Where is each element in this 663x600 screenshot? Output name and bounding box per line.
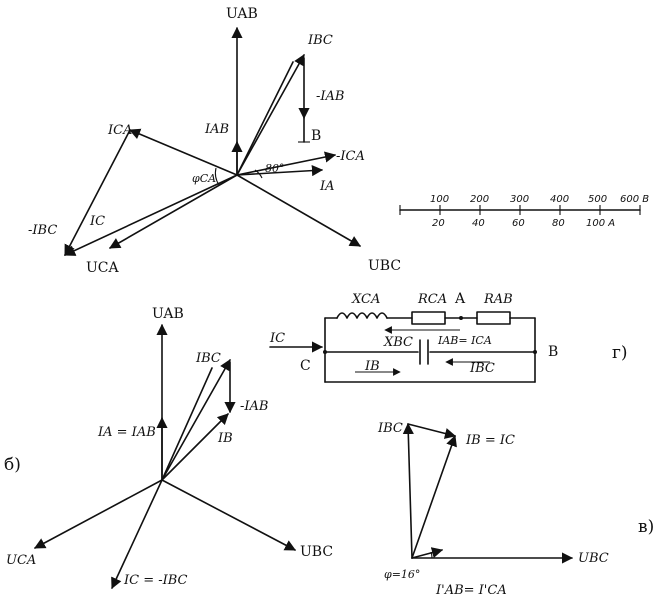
vector-i-c: [63, 174, 238, 256]
resistor-r-ab: [476, 311, 511, 325]
label-node-a: A: [454, 291, 466, 307]
vector-b-u-ca: [34, 479, 163, 549]
vector-i-a: [236, 165, 324, 177]
label-b-u-bc: UBC: [300, 544, 333, 560]
vector-c-i-ab-ica: [407, 423, 457, 439]
vector-i-bc-top-2: [236, 61, 294, 176]
phasor-diagram-c: IBC IB = IC UBC φ=16° I'AB= I'CA в): [377, 421, 654, 598]
label-neg-i-ca: -ICA: [336, 149, 365, 164]
angle-arc-80: [254, 169, 263, 179]
node-b-dot: [533, 350, 537, 354]
phasor-diagram-a: UAB UBC UCA IBC -IAB B IAB -ICA 80° IA I…: [28, 6, 401, 276]
label-i-b-circuit: IB: [364, 359, 380, 374]
node-a-dot: [459, 316, 463, 320]
label-neg-i-ab: -IAB: [316, 89, 344, 104]
scale-a-80: 80: [552, 218, 565, 229]
scale-v-400: 400: [550, 194, 569, 205]
label-i-bc-circuit: IBC: [469, 361, 495, 376]
label-u-bc: UBC: [368, 258, 401, 274]
label-i-c: IC: [89, 214, 105, 229]
panel-letter-b: б): [4, 455, 21, 475]
scale-a-40: 40: [472, 218, 485, 229]
vector-i-ca: [128, 128, 238, 176]
vector-c-iab-ica-small: [411, 547, 444, 559]
label-u-ca: UCA: [86, 260, 120, 276]
scale-v-600: 600 B: [620, 194, 649, 205]
angle-arc-c-phi: [430, 551, 433, 559]
scale-bar: 100 200 300 400 500 600 B 20 40 60 80 10…: [399, 194, 649, 229]
scale-v-200: 200: [470, 194, 489, 205]
label-node-c: C: [300, 358, 311, 374]
label-i-c-circuit: IC: [269, 331, 285, 346]
label-i-ab: IAB: [204, 122, 229, 137]
scale-a-100: 100 A: [586, 218, 615, 229]
panel-letter-v: в): [638, 517, 654, 537]
scale-v-500: 500: [588, 194, 607, 205]
resistor-r-ca: [411, 311, 446, 325]
vector-c-ib-ic: [411, 434, 457, 559]
label-b-neg-i-ab: -IAB: [240, 399, 268, 414]
vector-b-i-bc-2: [161, 367, 213, 481]
vector-u-ca: [109, 174, 238, 249]
label-b-u-ab: UAB: [152, 306, 184, 322]
node-c-dot: [323, 350, 327, 354]
angle-arc-phi: [214, 167, 220, 186]
circuit-diagram: XCA RCA A RAB IC IAB= ICA XBC C IBC B IB…: [269, 291, 628, 383]
label-x-ca: XCA: [351, 292, 380, 307]
scale-a-20: 20: [432, 218, 445, 229]
label-i-bc-top: IBC: [307, 33, 333, 48]
inductor-x-ca: [336, 312, 388, 319]
phasor-diagram-b: UAB IBC -IAB IA = IAB IB б) UCA UBC IC =…: [4, 306, 333, 590]
label-u-ab: UAB: [226, 6, 258, 22]
label-node-b: B: [548, 344, 558, 360]
vector-neg-i-ca: [236, 151, 337, 176]
label-c-phi: φ=16°: [384, 568, 420, 581]
scale-a-60: 60: [512, 218, 525, 229]
panel-letter-g: г): [612, 343, 628, 363]
label-b-i-b: IB: [217, 431, 233, 446]
vector-b-i-c: [111, 479, 163, 590]
label-i-ca: ICA: [107, 123, 132, 138]
label-b-u-ca: UCA: [6, 553, 36, 568]
label-neg-i-bc: -IBC: [28, 223, 57, 238]
label-c-iab-ica: I'AB= I'CA: [435, 583, 507, 598]
label-r-ca: RCA: [417, 292, 447, 307]
vector-b-i-bc: [161, 359, 231, 481]
label-b-i-bc: IBC: [195, 351, 221, 366]
vector-i-c-left: [64, 129, 131, 256]
label-i-a: IA: [319, 179, 335, 194]
label-c-u-bc: UBC: [578, 551, 609, 566]
scale-v-100: 100: [430, 194, 449, 205]
scale-v-300: 300: [510, 194, 529, 205]
vector-b-i-b: [161, 413, 229, 481]
vector-i-bc-top: [236, 54, 305, 176]
label-b-ic-neg-ibc: IC = -IBC: [123, 573, 188, 588]
label-c-i-bc: IBC: [377, 421, 403, 436]
vector-u-bc: [236, 174, 361, 247]
label-x-bc: XBC: [383, 335, 413, 350]
label-angle-80: 80°: [265, 162, 285, 175]
label-i-ab-ica: IAB= ICA: [437, 334, 492, 347]
vector-b-u-bc: [161, 479, 296, 551]
label-r-ab: RAB: [483, 292, 513, 307]
label-b-ia-iab: IA = IAB: [97, 425, 156, 440]
vector-c-i-bc: [402, 422, 414, 559]
label-c-ib-ic: IB = IC: [465, 433, 515, 448]
label-b-point: B: [311, 128, 321, 144]
label-phi-ca: φCA: [192, 172, 216, 185]
